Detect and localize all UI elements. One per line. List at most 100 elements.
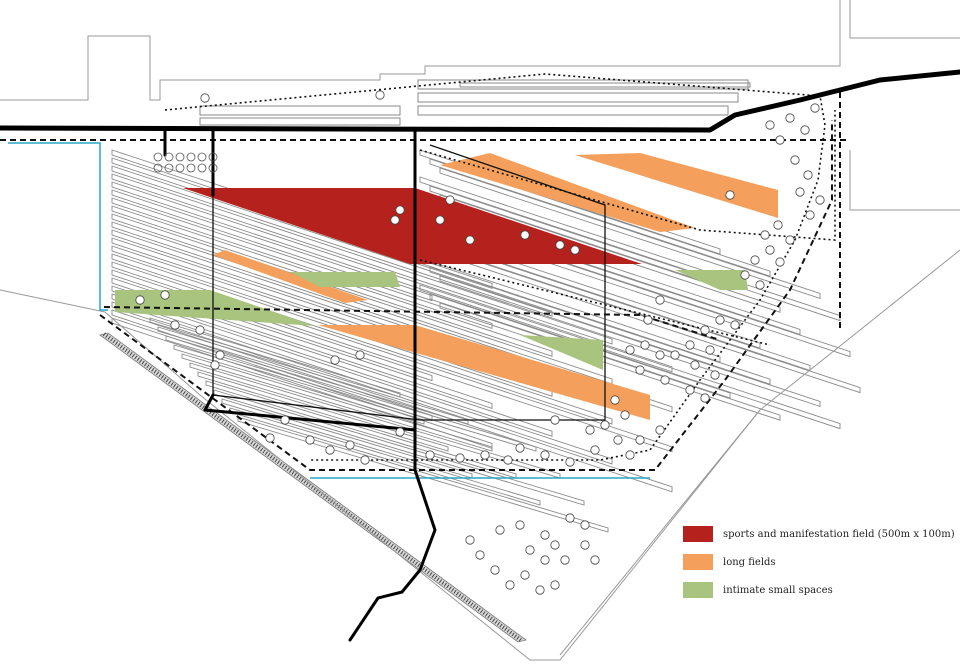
terrace-strip [197, 371, 449, 452]
sports-field [183, 188, 642, 264]
tree [585, 425, 595, 435]
tree [715, 315, 725, 325]
column-marker [153, 152, 163, 162]
column-marker [164, 163, 174, 173]
trees [135, 90, 825, 595]
tree [525, 545, 535, 555]
tree [495, 525, 505, 535]
terrace-strip [149, 317, 401, 398]
tree [200, 93, 210, 103]
terrace-strip [111, 173, 613, 345]
tree [375, 90, 385, 100]
tree [590, 445, 600, 455]
column-marker [186, 163, 196, 173]
tree [755, 280, 765, 290]
tree [215, 350, 225, 360]
tree [505, 580, 515, 590]
small-space-3 [675, 270, 748, 290]
tree [655, 350, 665, 360]
small-space-1 [290, 272, 400, 287]
site-outline [104, 249, 960, 661]
tree [425, 450, 435, 460]
tree [455, 453, 465, 463]
roads [0, 69, 960, 642]
tree [640, 340, 650, 350]
tree [160, 290, 170, 300]
terrace-strip [439, 275, 821, 408]
tree [795, 187, 805, 197]
tree [730, 320, 740, 330]
tree [570, 245, 580, 255]
terrace-strip [111, 221, 673, 413]
tree [560, 555, 570, 565]
tree [670, 350, 680, 360]
legend-swatch-orange [683, 554, 713, 570]
column-marker [208, 152, 218, 162]
tree [360, 455, 370, 465]
tree [805, 210, 815, 220]
tree [465, 535, 475, 545]
terrace-strip [157, 326, 469, 425]
tree [775, 135, 785, 145]
building-outlines [0, 0, 960, 313]
tree [550, 580, 560, 590]
tree [475, 550, 485, 560]
column-marker [186, 152, 196, 162]
tree [565, 513, 575, 523]
tree [610, 395, 620, 405]
column-marker [197, 152, 207, 162]
tree [540, 555, 550, 565]
tree [705, 345, 715, 355]
tree [135, 295, 145, 305]
tree [785, 235, 795, 245]
tree [503, 455, 513, 465]
tree [750, 255, 760, 265]
tree [625, 450, 635, 460]
legend-label: sports and manifestation field (500m x 1… [723, 528, 955, 540]
terrace-strip [429, 266, 771, 385]
tree [520, 230, 530, 240]
tree [740, 270, 750, 280]
terrace-strip [429, 158, 771, 277]
long-field-4 [318, 325, 650, 420]
tree [635, 365, 645, 375]
legend-label: long fields [723, 556, 776, 568]
terrace-strip [237, 416, 609, 533]
legend-item-small-spaces: intimate small spaces [683, 582, 955, 598]
tree [725, 190, 735, 200]
tree [355, 350, 365, 360]
tree [600, 420, 610, 430]
tree [280, 415, 290, 425]
column-marker [175, 152, 185, 162]
tree [625, 345, 635, 355]
tree [330, 355, 340, 365]
tree [700, 393, 710, 403]
tree [710, 370, 720, 380]
terrace-strip [111, 165, 553, 317]
long-field-2 [575, 153, 778, 218]
long-field-3 [213, 250, 368, 303]
tree [613, 435, 623, 445]
legend: sports and manifestation field (500m x 1… [683, 526, 955, 610]
terrace-strip [419, 176, 841, 322]
tree [643, 315, 653, 325]
tree [195, 325, 205, 335]
tree [580, 520, 590, 530]
column-marker [208, 163, 218, 173]
tree [345, 440, 355, 450]
tree [685, 340, 695, 350]
legend-swatch-red [683, 526, 713, 542]
legend-label: intimate small spaces [723, 584, 833, 596]
tree [395, 427, 405, 437]
tree [655, 425, 665, 435]
tree [395, 205, 405, 215]
column-markers [153, 152, 218, 173]
tree [775, 257, 785, 267]
terrace-strip [111, 261, 673, 453]
water-line [8, 142, 650, 479]
legend-item-long-fields: long fields [683, 554, 955, 570]
tree [773, 220, 783, 230]
tree [435, 215, 445, 225]
tree [785, 113, 795, 123]
tree [540, 530, 550, 540]
